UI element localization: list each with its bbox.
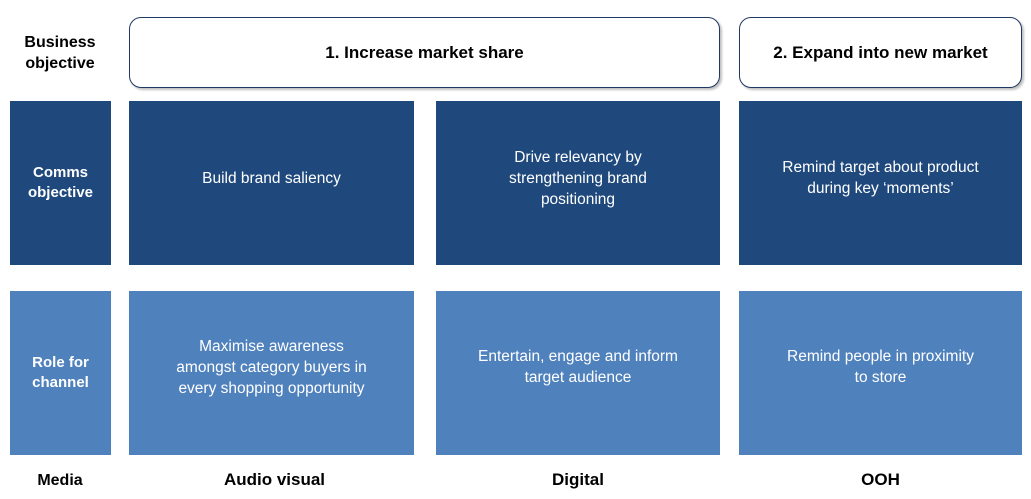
media-label-digital: Digital (552, 470, 604, 489)
row-label-comms-objective: Comms objective (10, 101, 111, 265)
comms-objective-audio-visual: Build brand saliency (129, 101, 414, 265)
comms-objective-text: Build brand saliency (202, 169, 341, 187)
channel-role-text: Entertain, engage and inform target audi… (478, 348, 678, 386)
row-label-media: Media (37, 471, 83, 489)
media-label-audio-visual: Audio visual (223, 470, 326, 489)
channel-role-audio-visual: Maximise awareness amongst category buye… (129, 291, 414, 455)
channel-role-text: Remind people in proximity to store (787, 348, 974, 386)
row-label-role-for-channel: Role for channel (10, 291, 111, 455)
row-label-business-objective: Business objective (24, 34, 96, 72)
comms-objective-text: Drive relevancy by strengthening brand p… (509, 148, 647, 208)
comms-objective-text: Remind target about product during key ‘… (782, 159, 979, 197)
channel-role-text: Maximise awareness amongst category buye… (176, 337, 367, 397)
business-objective-expand-new-market: 2. Expand into new market (739, 17, 1022, 88)
channel-role-digital: Entertain, engage and inform target audi… (436, 291, 720, 455)
channel-role-ooh: Remind people in proximity to store (739, 291, 1022, 455)
comms-objective-digital: Drive relevancy by strengthening brand p… (436, 101, 720, 265)
business-objective-increase-market-share: 1. Increase market share (129, 17, 720, 88)
comms-objective-ooh: Remind target about product during key ‘… (739, 101, 1022, 265)
media-label-ooh: OOH (861, 470, 900, 489)
